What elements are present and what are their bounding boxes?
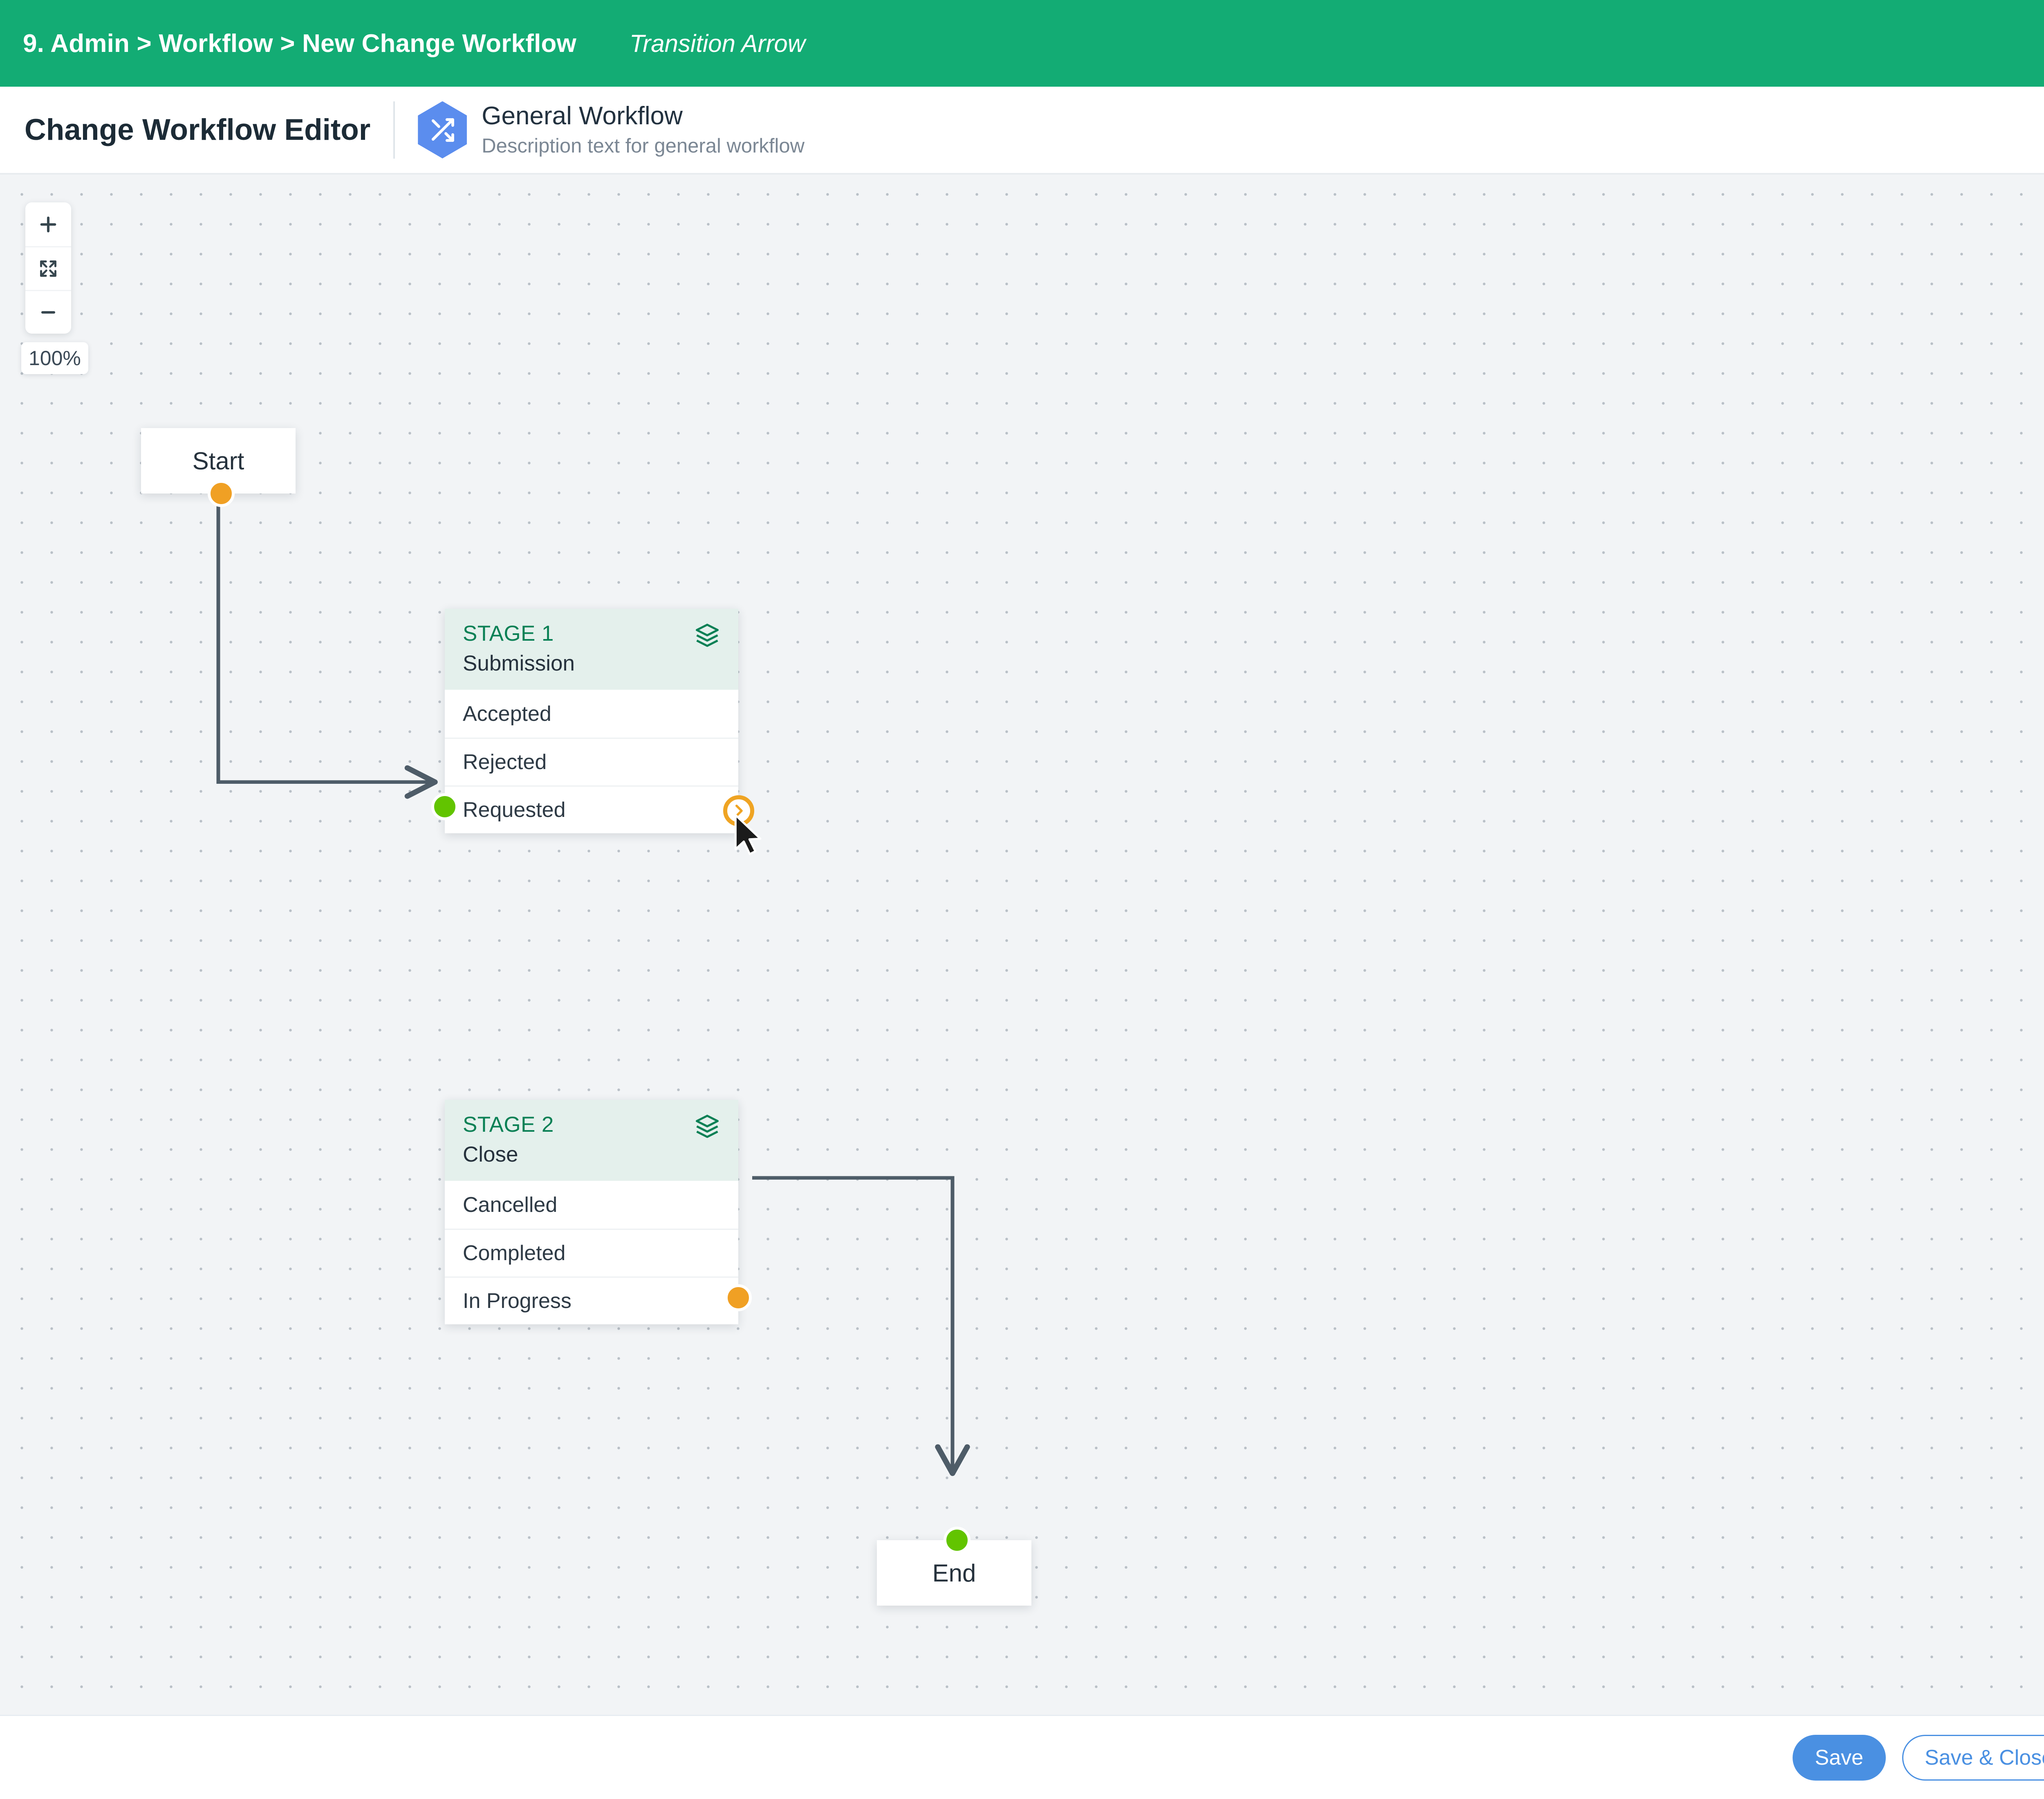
stage-2-output-port[interactable]: [725, 1284, 752, 1311]
stage-1-title: Submission: [463, 651, 575, 675]
zoom-in-button[interactable]: [25, 202, 71, 246]
header-divider: [393, 101, 395, 159]
stage-node-2[interactable]: STAGE 2 Close Cancelled Completed In Pro…: [445, 1100, 752, 1324]
stage-2-header: STAGE 2 Close: [445, 1100, 738, 1181]
editor-header: Change Workflow Editor General Workflow …: [0, 87, 2044, 175]
page-title: Change Workflow Editor: [25, 113, 371, 146]
stage-1-header: STAGE 1 Submission: [445, 609, 738, 690]
start-output-port[interactable]: [208, 480, 235, 507]
workflow-canvas[interactable]: 100% Start: [0, 175, 2044, 1715]
stage-node-1[interactable]: STAGE 1 Submission Accepted Rejected Req…: [431, 609, 754, 833]
start-node-label: Start: [192, 447, 244, 475]
breadcrumb: 9. Admin > Workflow > New Change Workflo…: [23, 29, 577, 58]
save-and-close-button[interactable]: Save & Close: [1902, 1734, 2044, 1781]
save-button[interactable]: Save: [1792, 1734, 1886, 1781]
stage-2-row-in-progress[interactable]: In Progress: [445, 1276, 738, 1324]
annotation-banner: 9. Admin > Workflow > New Change Workflo…: [0, 0, 2044, 87]
workflow-description: Description text for general workflow: [482, 135, 805, 157]
connector-layer: [216, 492, 970, 1476]
stage-1-input-port[interactable]: [431, 793, 458, 820]
editor-body: 100% Start: [0, 175, 2044, 1715]
fit-screen-icon[interactable]: [25, 246, 71, 290]
stage-1-row-rejected[interactable]: Rejected: [445, 738, 738, 785]
stage-1-row-accepted[interactable]: Accepted: [445, 690, 738, 738]
editor-footer: Save Save & Close Cancel: [0, 1715, 2044, 1799]
stage-2-index: STAGE 2: [463, 1113, 554, 1137]
shuffle-icon: [418, 101, 467, 159]
zoom-out-button[interactable]: [25, 290, 71, 334]
workflow-meta: General Workflow Description text for ge…: [482, 103, 805, 157]
stage-2-title: Close: [463, 1142, 518, 1166]
zoom-toolbar: [25, 202, 71, 334]
zoom-level-badge[interactable]: 100%: [21, 342, 88, 374]
end-input-port[interactable]: [944, 1527, 970, 1554]
end-node-label: End: [932, 1559, 976, 1587]
chevron-right-icon: [735, 804, 743, 817]
stage-2-row-cancelled[interactable]: Cancelled: [445, 1181, 738, 1229]
end-node[interactable]: End: [877, 1527, 1031, 1606]
stage-1-row-requested[interactable]: Requested: [445, 785, 738, 833]
stage-1-index: STAGE 1: [463, 621, 554, 646]
layers-icon: [693, 1112, 722, 1144]
workflow-badge: [418, 101, 467, 159]
stage-1-output-handle[interactable]: [723, 795, 754, 826]
annotation-note: Transition Arrow: [630, 29, 806, 57]
layers-icon: [693, 621, 722, 653]
workflow-name: General Workflow: [482, 102, 683, 130]
stage-2-row-completed[interactable]: Completed: [445, 1229, 738, 1276]
start-node[interactable]: Start: [141, 428, 296, 507]
